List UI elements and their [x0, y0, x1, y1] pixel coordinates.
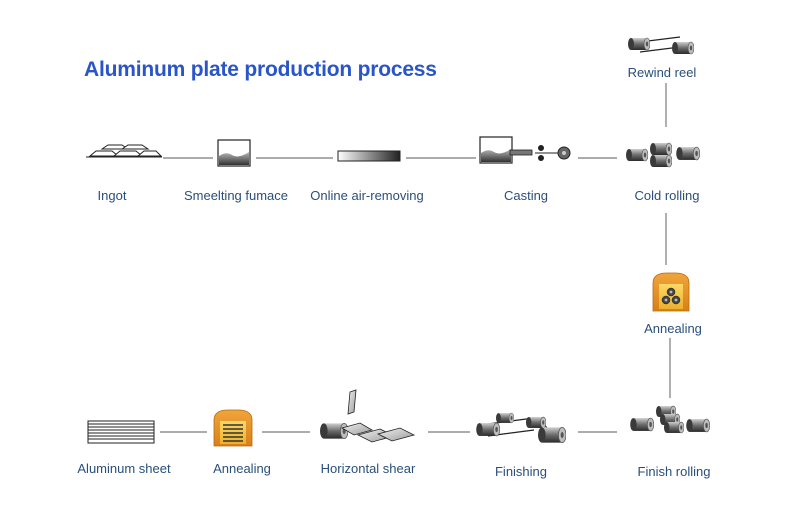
casting-icon — [479, 136, 571, 164]
ingot-icon — [86, 144, 163, 158]
connector-lines — [160, 83, 671, 433]
step-label-rewind-reel: Rewind reel — [627, 65, 697, 80]
step-label-cold-rolling: Cold rolling — [634, 188, 700, 203]
step-label-annealing-bottom: Annealing — [213, 461, 271, 476]
step-label-horizontal-shear: Horizontal shear — [320, 461, 416, 476]
step-label-smelting-furnace: Smeelting fumace — [183, 188, 289, 203]
smelting-furnace-icon — [217, 139, 251, 167]
step-label-finish-rolling: Finish rolling — [637, 464, 711, 479]
air-removing-icon — [337, 150, 401, 162]
step-label-finishing: Finishing — [494, 464, 548, 479]
finishing-icon — [476, 412, 566, 444]
annealing-furnace-icon — [652, 272, 690, 312]
step-label-aluminum-sheet: Aluminum sheet — [77, 461, 171, 476]
step-label-annealing-right: Annealing — [644, 321, 702, 336]
step-label-online-air-removing: Online air-removing — [310, 188, 424, 203]
rollers-icon — [626, 142, 700, 168]
step-label-ingot: Ingot — [97, 188, 127, 203]
rollers-icon — [630, 405, 710, 434]
page-title: Aluminum plate production process — [84, 58, 437, 81]
aluminum-sheet-icon — [87, 420, 155, 444]
step-label-casting: Casting — [503, 188, 549, 203]
shear-icon — [320, 389, 416, 443]
annealing-furnace-icon — [213, 409, 253, 447]
rewind-reel-icon — [628, 36, 694, 55]
